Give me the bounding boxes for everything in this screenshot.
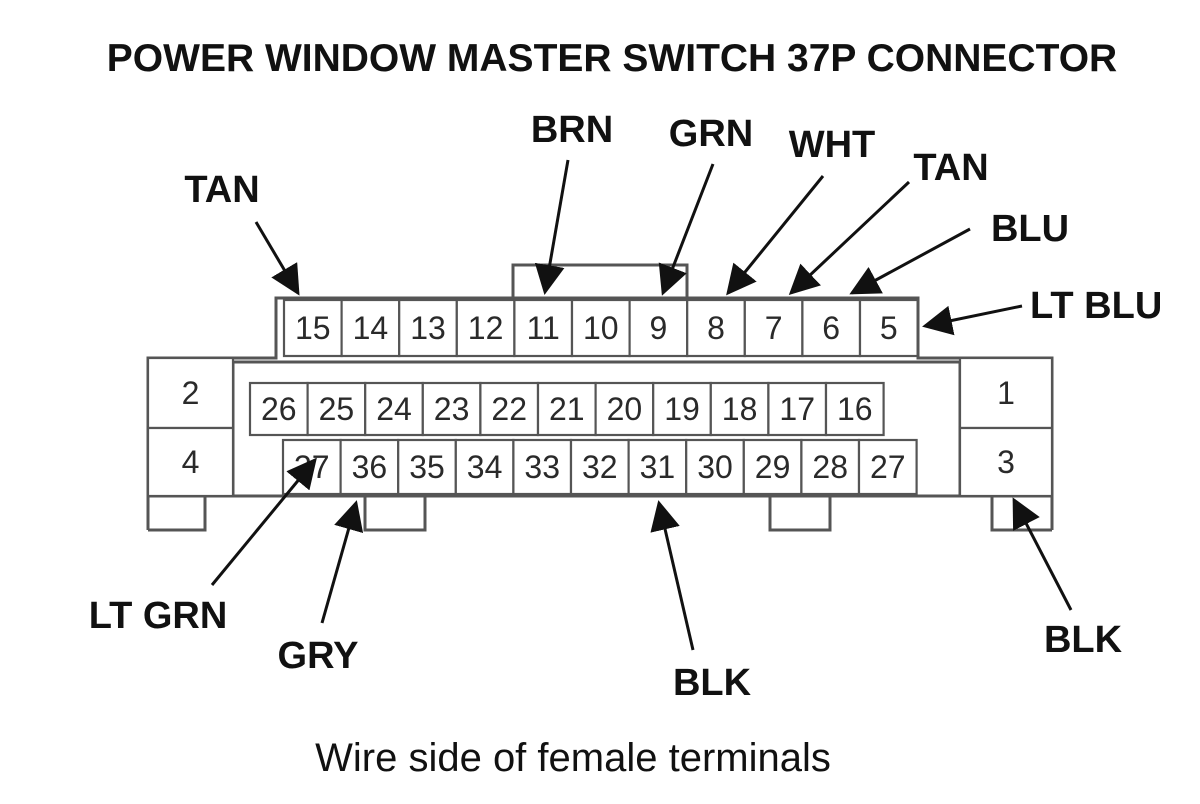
- pin-number-19: 19: [664, 391, 700, 427]
- pin-number-8: 8: [707, 310, 725, 346]
- wire-arrows: [210, 159, 1073, 651]
- pin-number-11: 11: [527, 310, 560, 346]
- pin-number-21: 21: [549, 391, 585, 427]
- pin-cell-2: [146, 356, 235, 430]
- pin-number-23: 23: [434, 391, 470, 427]
- pin-number-2: 2: [182, 375, 200, 411]
- wire-label-pin11: BRN: [531, 109, 613, 151]
- pin-number-28: 28: [812, 449, 848, 485]
- pin-number-17: 17: [779, 391, 815, 427]
- pin-number-18: 18: [722, 391, 758, 427]
- wire-label-pin31: BLK: [673, 662, 752, 704]
- arrow-pin31: [650, 500, 695, 651]
- arrow-pin3: [1012, 497, 1073, 611]
- pin-number-3: 3: [997, 444, 1015, 480]
- pin-number-29: 29: [755, 449, 791, 485]
- pin-cell-21: [536, 381, 597, 437]
- pin-cell-25: [306, 381, 367, 437]
- pin-number-6: 6: [822, 310, 840, 346]
- pin-number-35: 35: [409, 449, 445, 485]
- pin-cell-18: [709, 381, 770, 437]
- pin-number-20: 20: [607, 391, 643, 427]
- wire-label-pin36: GRY: [278, 635, 359, 677]
- pin-number-30: 30: [697, 449, 733, 485]
- pin-number-9: 9: [650, 310, 668, 346]
- wire-label-pin9: GRN: [669, 113, 753, 155]
- pin-cell-33: [512, 438, 573, 496]
- pin-cell-34: [454, 438, 515, 496]
- arrow-pin11: [534, 159, 570, 295]
- pin-cell-8: [686, 298, 746, 358]
- wire-label-pin3: BLK: [1044, 619, 1123, 661]
- pin-cell-28: [800, 438, 861, 496]
- pin-number-13: 13: [410, 310, 446, 346]
- arrow-pin15: [254, 221, 300, 296]
- pin-cell-20: [594, 381, 655, 437]
- pin-number-22: 22: [491, 391, 527, 427]
- pin-number-10: 10: [583, 310, 619, 346]
- pin-number-34: 34: [467, 449, 503, 485]
- pin-number-5: 5: [880, 310, 898, 346]
- pin-number-4: 4: [182, 444, 200, 480]
- pin-number-26: 26: [261, 391, 297, 427]
- pin-number-16: 16: [837, 391, 873, 427]
- arrow-pin5: [922, 304, 1023, 336]
- wire-label-pin7: TAN: [913, 147, 988, 189]
- arrow-pin8: [726, 175, 825, 296]
- wire-label-pin8: WHT: [789, 124, 876, 166]
- pin-cell-3: [958, 426, 1054, 498]
- pin-cell-24: [364, 381, 424, 437]
- pin-cell-36: [339, 438, 400, 496]
- pin-cell-23: [421, 381, 482, 437]
- arrow-pin9: [658, 163, 715, 296]
- arrow-pin7: [788, 180, 911, 296]
- pin-number-33: 33: [524, 449, 560, 485]
- pin-cell-9: [628, 298, 689, 358]
- pin-cell-26: [248, 381, 309, 437]
- pin-number-14: 14: [353, 310, 389, 346]
- pin-cell-16: [824, 381, 885, 437]
- pin-number-32: 32: [582, 449, 618, 485]
- pin-number-15: 15: [295, 310, 331, 346]
- pin-cell-35: [397, 438, 457, 496]
- arrow-pin36: [320, 500, 364, 624]
- pin-number-7: 7: [765, 310, 783, 346]
- pin-number-31: 31: [640, 449, 676, 485]
- pin-cell-10: [570, 298, 631, 358]
- wire-label-pin6: BLU: [991, 208, 1069, 250]
- pin-number-27: 27: [870, 449, 906, 485]
- wire-label-pin37: LT GRN: [89, 595, 228, 637]
- pin-number-12: 12: [468, 310, 504, 346]
- pin-cell-5: [858, 298, 919, 358]
- arrow-pin37: [210, 457, 317, 586]
- pin-number-25: 25: [319, 391, 355, 427]
- arrow-pin6: [849, 227, 971, 295]
- wire-label-pin15: TAN: [184, 169, 259, 211]
- pin-cell-27: [857, 438, 918, 496]
- diagram-caption: Wire side of female terminals: [315, 736, 831, 780]
- pin-number-1: 1: [997, 375, 1015, 411]
- pin-number-36: 36: [352, 449, 388, 485]
- pin-cell-4: [146, 426, 235, 498]
- wire-label-pin5: LT BLU: [1030, 285, 1162, 327]
- pin-number-24: 24: [376, 391, 412, 427]
- diagram-title: POWER WINDOW MASTER SWITCH 37P CONNECTOR: [107, 37, 1117, 80]
- pin-cell-22: [479, 381, 540, 437]
